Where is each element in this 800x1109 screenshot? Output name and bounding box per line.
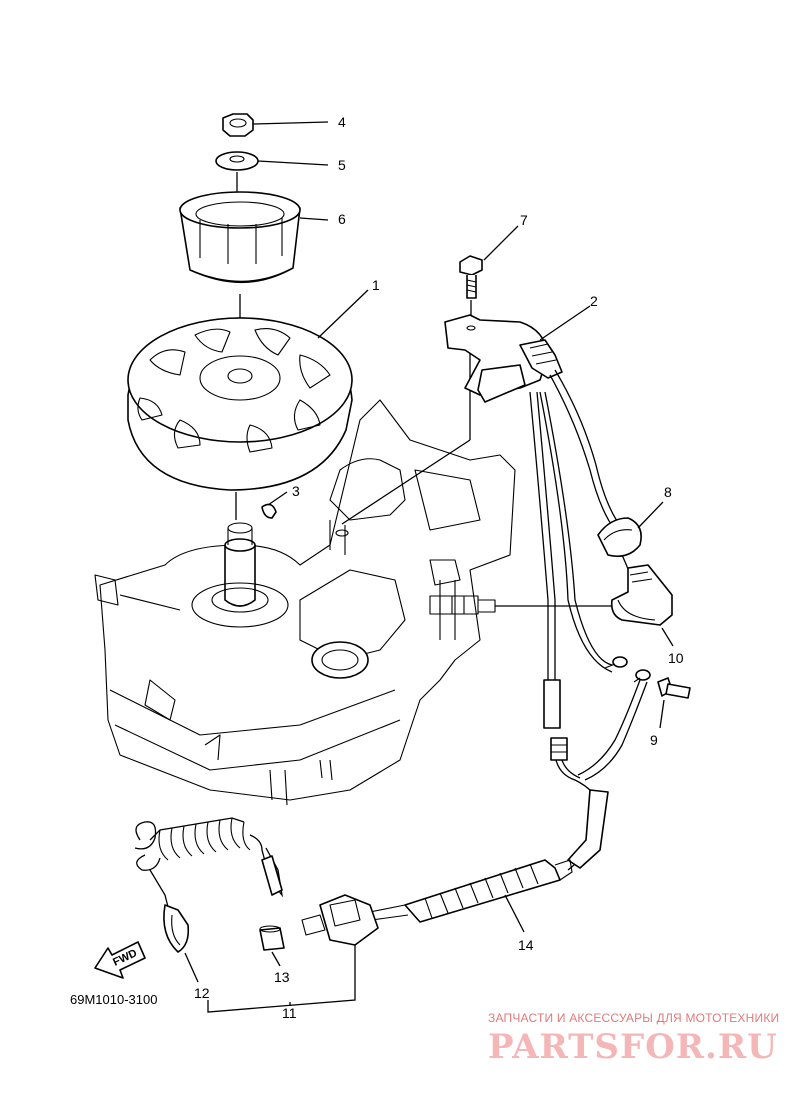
part-6-pulley [179,191,301,284]
callout-7: 7 [520,212,528,228]
callout-11: 11 [282,1005,297,1021]
callout-4: 4 [338,114,346,130]
powerhead-block [94,399,516,806]
watermark: ЗАПЧАСТИ И АКСЕССУАРЫ ДЛЯ МОТОТЕХНИКИ PA… [488,1011,779,1067]
ring-terminals [604,656,651,683]
watermark-tagline: ЗАПЧАСТИ И АКСЕССУАРЫ ДЛЯ МОТОТЕХНИКИ [488,1011,779,1025]
callout-numbers: 1 2 3 4 5 6 7 8 9 10 11 12 13 14 [194,114,684,1021]
part-10-plug-cap [610,564,673,626]
callout-13: 13 [274,969,290,985]
leader-lines [184,121,674,1013]
callout-3: 3 [292,483,300,499]
part-7-bolt [459,255,483,299]
callout-5: 5 [338,157,346,173]
part-8-grommet [597,517,642,558]
callout-1: 1 [372,277,380,293]
spark-plug [429,595,496,615]
part-9-screw [657,677,691,699]
part-3-key [261,503,277,519]
part-5-washer [215,151,259,171]
callout-10: 10 [668,650,684,666]
callout-6: 6 [338,211,346,227]
part-1-flywheel [127,317,353,491]
watermark-logo: PARTSFOR.RU [488,1027,778,1067]
part-12-lanyard [134,817,284,953]
part-14-cable [404,859,573,923]
fwd-arrow-icon: FWD [94,941,146,979]
part-4-nut [222,113,254,137]
callout-9: 9 [650,732,658,748]
callout-8: 8 [664,484,672,500]
part-code: 69M1010-3100 [70,992,157,1007]
part-13-cap [259,925,285,951]
lead-connector [550,737,568,761]
callout-2: 2 [590,293,598,309]
part-2-ignition-coil [444,314,563,403]
callout-14: 14 [518,937,534,953]
callout-12: 12 [194,985,210,1001]
part-11-stop-switch [301,894,379,946]
